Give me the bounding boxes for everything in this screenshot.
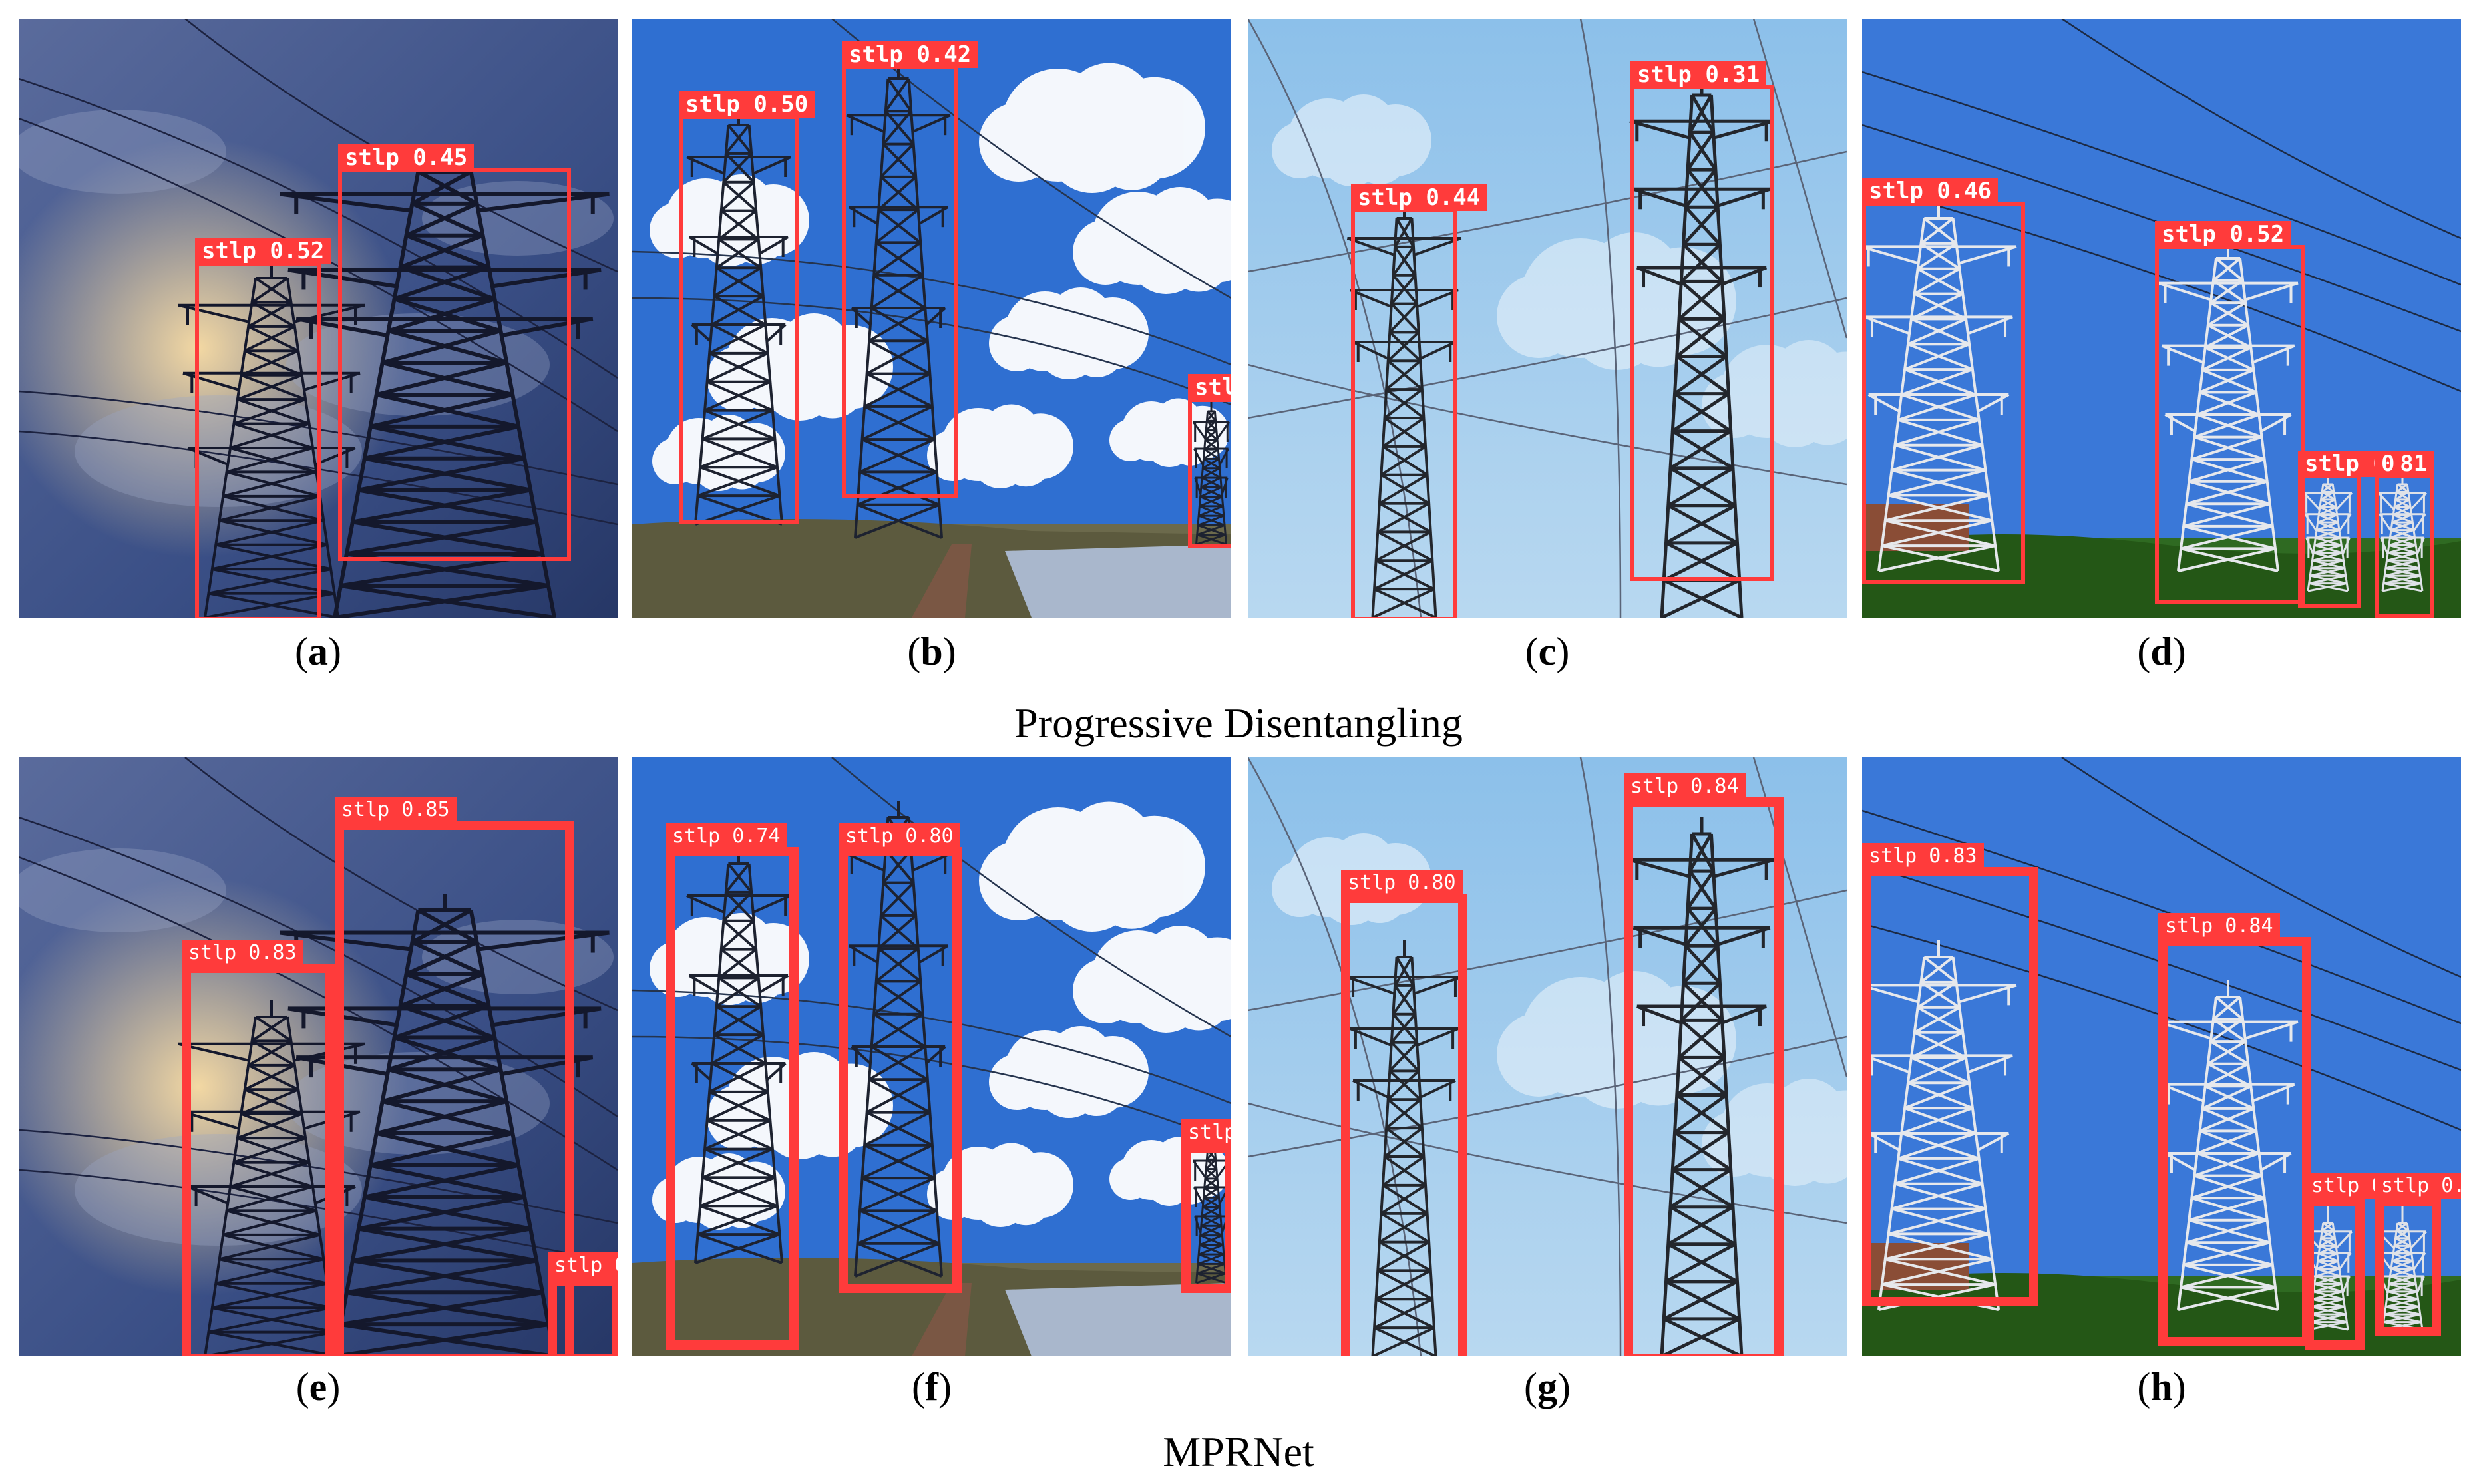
tower-silhouette bbox=[1346, 940, 1462, 1356]
tower-silhouette bbox=[2377, 468, 2428, 592]
tower-silhouette bbox=[686, 108, 791, 526]
detection-bounding-box: stlp 0.80 bbox=[1341, 870, 1467, 1356]
detection-bounding-box: stlp 0.45 bbox=[338, 144, 571, 561]
tower-silhouette bbox=[2303, 468, 2353, 592]
detection-label: stlp 0.83 bbox=[1862, 843, 1984, 870]
method-title: Progressive Disentangling bbox=[1014, 699, 1463, 747]
detection-bounding-box: stlp bbox=[1181, 1119, 1231, 1293]
panel-letter: h bbox=[2150, 1365, 2173, 1409]
detection-bounding-box: stlp 0.74 bbox=[666, 823, 799, 1350]
detection-label: stlp 0.52 bbox=[2155, 221, 2291, 248]
panel-caption: (g) bbox=[1524, 1365, 1571, 1409]
detection-label: stlp 0.74 bbox=[666, 823, 787, 850]
detection-bounding-box: stlp 0.42 bbox=[842, 41, 978, 498]
detection-image-panel: stlp 0.83 stlp 0.85 stlp 0. bbox=[19, 757, 618, 1356]
detection-label: stlp 0.81 bbox=[2298, 451, 2434, 477]
panel-letter: f bbox=[925, 1365, 938, 1409]
panel-letter: g bbox=[1537, 1365, 1557, 1409]
detection-label: stlp 0. bbox=[548, 1252, 618, 1279]
detection-label: stlp 0.80 bbox=[839, 823, 960, 850]
detection-bounding-box: stlp 0.85 bbox=[335, 797, 574, 1356]
panel-caption: (a) bbox=[295, 630, 341, 673]
detection-bounding-box: stlp 0.50 bbox=[679, 91, 815, 524]
detection-bounding-box: stlp 0.46 bbox=[1862, 178, 2025, 584]
detection-label: stlp 0.52 bbox=[195, 238, 331, 264]
scene-photo bbox=[1248, 19, 1847, 618]
detection-bounding-box: stlp bbox=[1188, 374, 1231, 548]
panel-letter: b bbox=[920, 630, 943, 673]
detection-label: stlp 0.44 bbox=[1351, 184, 1487, 211]
detection-label: stlp 0.31 bbox=[1630, 61, 1767, 88]
tower-silhouette bbox=[280, 155, 610, 618]
scene-photo bbox=[19, 757, 618, 1356]
panel-letter: e bbox=[309, 1365, 327, 1409]
detection-image-panel: stlp 0.44 stlp 0.31 bbox=[1248, 19, 1847, 618]
panel-caption: (f) bbox=[912, 1365, 952, 1409]
panel-letter: c bbox=[1538, 630, 1557, 673]
detection-bounding-box: stlp 0.52 bbox=[2155, 221, 2305, 604]
panel-caption: (b) bbox=[907, 630, 956, 673]
tower-silhouette bbox=[2158, 242, 2299, 572]
detection-image-panel: stlp 0.80 stlp 0.84 bbox=[1248, 757, 1847, 1356]
tower-silhouette bbox=[1862, 940, 2017, 1311]
scene-photo bbox=[632, 19, 1231, 618]
tower-silhouette bbox=[1629, 79, 1774, 618]
detection-label: 0 bbox=[2375, 451, 2402, 477]
detection-bounding-box: stlp 0.84 bbox=[2158, 913, 2311, 1346]
detection-image-panel: stlp 0.50 stlp 0.42 stlp bbox=[632, 19, 1231, 618]
tower-silhouette bbox=[2303, 1206, 2353, 1331]
detection-label: stlp 0.42 bbox=[842, 41, 978, 68]
detection-label: stlp 0.84 bbox=[2158, 913, 2280, 940]
tower-silhouette bbox=[1862, 202, 2017, 572]
detection-label: stlp bbox=[1188, 374, 1231, 401]
detection-image-panel: stlp 0.52 stlp 0.45 bbox=[19, 19, 618, 618]
panel-caption: (c) bbox=[1525, 630, 1570, 673]
panel-caption: (h) bbox=[2137, 1365, 2186, 1409]
detection-bounding-box: stlp 0.31 bbox=[1630, 61, 1774, 581]
detection-label: stlp 0.80 bbox=[1341, 870, 1463, 896]
detection-label: stlp 0.45 bbox=[338, 144, 475, 171]
tower-silhouette bbox=[846, 62, 951, 539]
tower-silhouette bbox=[2158, 980, 2299, 1311]
tower-silhouette bbox=[280, 894, 610, 1356]
panel-caption: (d) bbox=[2137, 630, 2186, 673]
tower-silhouette bbox=[178, 262, 365, 618]
tower-silhouette bbox=[1192, 395, 1231, 546]
tower-silhouette bbox=[2377, 1206, 2428, 1331]
detection-bounding-box: stlp 0.81 bbox=[2298, 451, 2434, 608]
detection-label: stlp 0.50 bbox=[679, 91, 815, 118]
detection-image-panel: stlp 0.74 stlp 0.80 stlp bbox=[632, 757, 1231, 1356]
scene-photo bbox=[632, 757, 1231, 1356]
panel-letter: d bbox=[2150, 630, 2173, 673]
panel-caption: (e) bbox=[295, 1365, 341, 1409]
scene-photo bbox=[1248, 757, 1847, 1356]
detection-label: stlp 0.65 bbox=[2375, 1173, 2461, 1199]
detection-bounding-box: stlp 0.52 bbox=[195, 238, 331, 618]
detection-bounding-box: stlp 0.6 bbox=[2305, 1173, 2414, 1350]
detection-bounding-box: stlp 0. bbox=[548, 1252, 618, 1356]
tower-silhouette bbox=[686, 847, 791, 1264]
tower-silhouette bbox=[1629, 817, 1774, 1356]
scene-photo bbox=[1862, 19, 2461, 618]
detection-bounding-box: stlp 0.80 bbox=[839, 823, 962, 1293]
detection-bounding-box: stlp 0.44 bbox=[1351, 184, 1487, 618]
tower-silhouette bbox=[1192, 1133, 1231, 1284]
detection-bounding-box: stlp 0.83 bbox=[182, 940, 335, 1356]
detection-label: stlp 0.46 bbox=[1862, 178, 1999, 204]
detection-label: stlp 0.83 bbox=[182, 940, 303, 966]
detection-label: stlp 0.85 bbox=[335, 797, 457, 823]
method-title: MPRNet bbox=[1163, 1428, 1314, 1475]
detection-bounding-box: 0 bbox=[2375, 451, 2434, 618]
panel-letter: a bbox=[308, 630, 328, 673]
detection-label: stlp 0.84 bbox=[1624, 773, 1746, 800]
tower-silhouette bbox=[846, 801, 951, 1278]
detection-bounding-box: stlp 0.65 bbox=[2375, 1173, 2461, 1336]
detection-bounding-box: stlp 0.83 bbox=[1862, 843, 2038, 1306]
tower-silhouette bbox=[1346, 202, 1462, 618]
detection-label: stlp bbox=[1181, 1119, 1231, 1146]
detection-bounding-box: stlp 0.84 bbox=[1624, 773, 1784, 1356]
